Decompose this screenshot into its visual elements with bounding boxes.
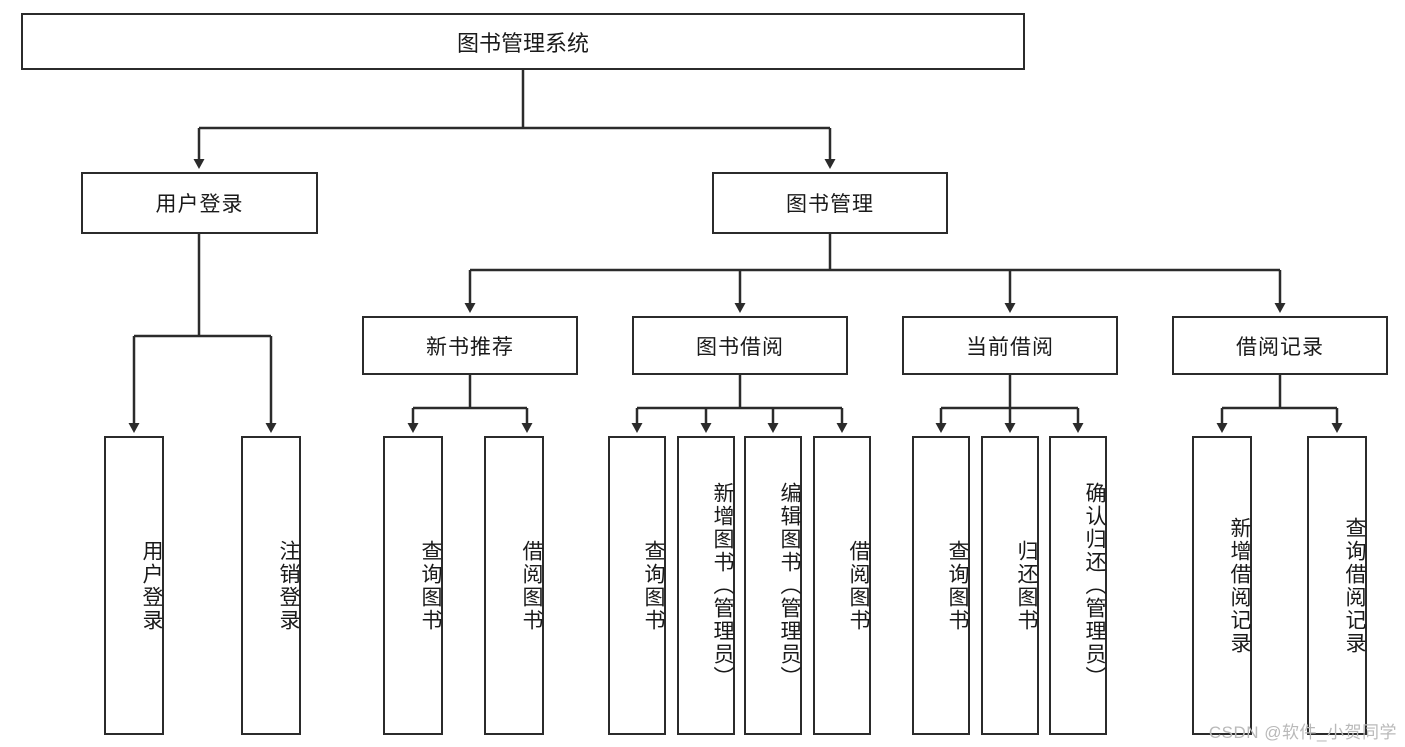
node-new-book-recommend[interactable]: 新书推荐 xyxy=(362,316,578,375)
leaf-new-book-borrow[interactable]: 借阅图书 xyxy=(484,436,544,735)
leaf-borrow-query-book[interactable]: 查询图书 xyxy=(608,436,666,735)
leaf-current-confirm-return[interactable]: 确认归还（管理员） xyxy=(1049,436,1107,735)
leaf-label: 借阅图书 xyxy=(520,539,543,632)
leaf-label: 查询图书 xyxy=(419,539,442,632)
leaf-label: 确认归还（管理员） xyxy=(1083,482,1106,689)
leaf-user-login-login[interactable]: 用户登录 xyxy=(104,436,164,735)
leaf-record-add-record[interactable]: 新增借阅记录 xyxy=(1192,436,1252,735)
node-root-system[interactable]: 图书管理系统 xyxy=(21,13,1025,70)
leaf-borrow-borrow-book[interactable]: 借阅图书 xyxy=(813,436,871,735)
leaf-label: 查询图书 xyxy=(642,539,665,632)
leaf-label: 查询图书 xyxy=(946,539,969,632)
leaf-label: 注销登录 xyxy=(277,539,300,632)
leaf-label: 借阅图书 xyxy=(847,539,870,632)
node-current-borrow[interactable]: 当前借阅 xyxy=(902,316,1118,375)
leaf-user-login-logout[interactable]: 注销登录 xyxy=(241,436,301,735)
leaf-label: 新增图书（管理员） xyxy=(711,482,734,689)
node-user-login[interactable]: 用户登录 xyxy=(81,172,318,234)
leaf-borrow-add-book[interactable]: 新增图书（管理员） xyxy=(677,436,735,735)
leaf-label: 新增借阅记录 xyxy=(1228,516,1251,655)
leaf-current-return-book[interactable]: 归还图书 xyxy=(981,436,1039,735)
leaf-label: 编辑图书（管理员） xyxy=(778,482,801,689)
leaf-label: 归还图书 xyxy=(1015,539,1038,632)
node-book-borrow[interactable]: 图书借阅 xyxy=(632,316,848,375)
csdn-watermark: CSDN @软件_小贺同学 xyxy=(1208,723,1397,742)
leaf-borrow-edit-book[interactable]: 编辑图书（管理员） xyxy=(744,436,802,735)
leaf-label: 用户登录 xyxy=(140,539,163,632)
leaf-label: 查询借阅记录 xyxy=(1343,516,1366,655)
leaf-new-book-query[interactable]: 查询图书 xyxy=(383,436,443,735)
leaf-record-query-record[interactable]: 查询借阅记录 xyxy=(1307,436,1367,735)
node-book-management[interactable]: 图书管理 xyxy=(712,172,948,234)
node-borrow-record[interactable]: 借阅记录 xyxy=(1172,316,1388,375)
leaf-current-query-book[interactable]: 查询图书 xyxy=(912,436,970,735)
